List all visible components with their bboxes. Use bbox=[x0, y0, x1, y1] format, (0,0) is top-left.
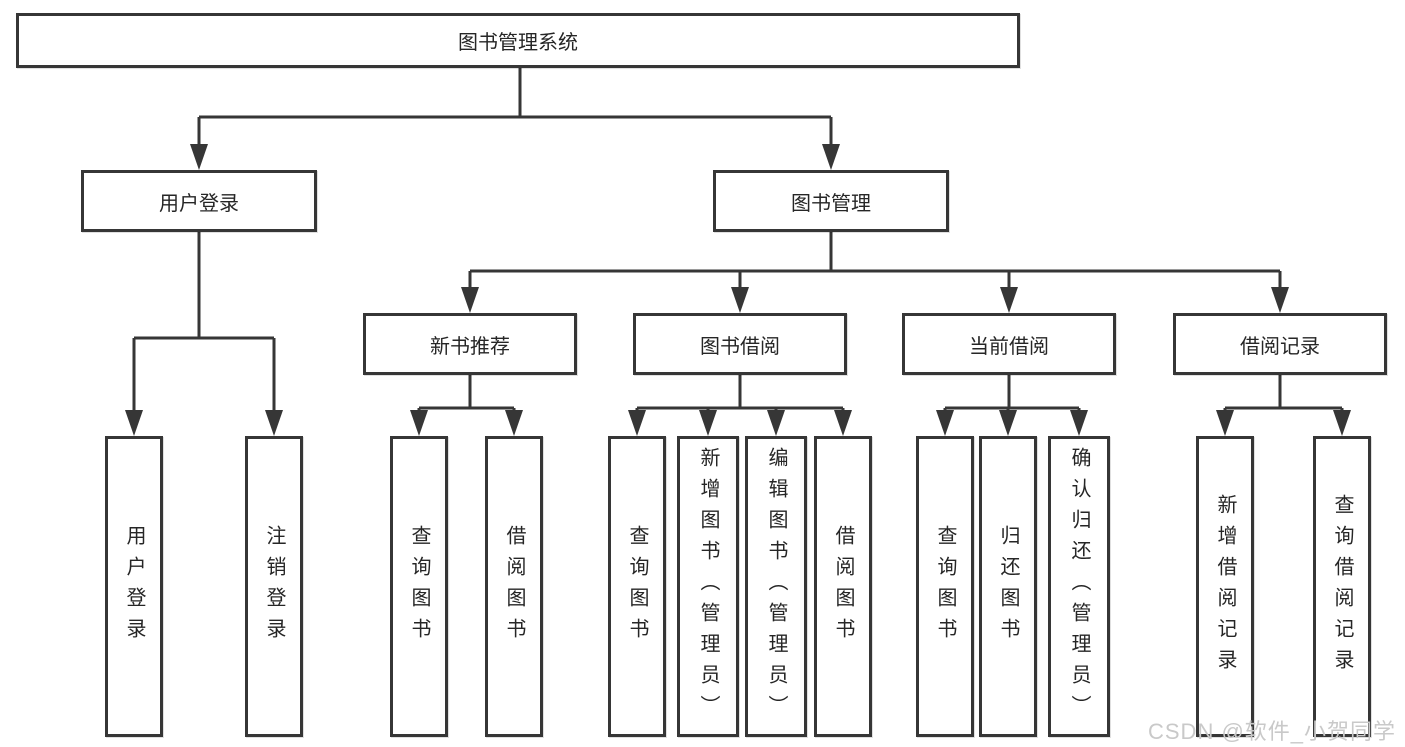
leaf-query-borrow-record: 查询借阅记录 bbox=[1313, 436, 1371, 737]
arrowhead-icon bbox=[628, 410, 646, 436]
arrowhead-icon bbox=[731, 287, 749, 313]
node-label: 借阅图书 bbox=[503, 524, 525, 649]
node-book-borrowing: 图书借阅 bbox=[633, 313, 847, 375]
arrowhead-icon bbox=[1070, 410, 1088, 436]
arrowhead-icon bbox=[461, 287, 479, 313]
node-label: 查询图书 bbox=[408, 524, 430, 649]
arrowhead-icon bbox=[822, 144, 840, 170]
leaf-borrow-books-2: 借阅图书 bbox=[814, 436, 872, 737]
node-label: 新增借阅记录 bbox=[1214, 493, 1236, 680]
node-label: 图书管理 bbox=[791, 192, 871, 215]
connector-borrowing-records-to-leaves bbox=[1216, 375, 1351, 436]
node-label: 借阅图书 bbox=[832, 524, 854, 649]
arrowhead-icon bbox=[410, 410, 428, 436]
arrowhead-icon bbox=[190, 144, 208, 170]
node-label: 图书借阅 bbox=[700, 335, 780, 358]
leaf-query-books-2: 查询图书 bbox=[608, 436, 666, 737]
node-label: 用户登录 bbox=[123, 524, 145, 649]
arrowhead-icon bbox=[125, 410, 143, 436]
connector-book-borrowing-to-leaves bbox=[628, 375, 852, 436]
node-label: 查询图书 bbox=[934, 524, 956, 649]
arrowhead-icon bbox=[936, 410, 954, 436]
node-new-book-recommend: 新书推荐 bbox=[363, 313, 577, 375]
node-label: 确认归还（管理员） bbox=[1068, 447, 1090, 726]
csdn-watermark: CSDN @软件_小贺同学 bbox=[1148, 719, 1397, 744]
leaf-edit-books-admin: 编辑图书（管理员） bbox=[745, 436, 807, 737]
leaf-query-books-1: 查询图书 bbox=[390, 436, 448, 737]
node-label: 新书推荐 bbox=[430, 335, 510, 358]
connector-root-to-level2 bbox=[190, 68, 840, 170]
leaf-add-books-admin: 新增图书（管理员） bbox=[677, 436, 739, 737]
arrowhead-icon bbox=[1333, 410, 1351, 436]
connector-user-login-to-leaves bbox=[125, 232, 283, 436]
node-label: 查询借阅记录 bbox=[1331, 493, 1353, 680]
node-label: 借阅记录 bbox=[1240, 335, 1320, 358]
node-borrowing-records: 借阅记录 bbox=[1173, 313, 1387, 375]
connector-current-borrowing-to-leaves bbox=[936, 375, 1088, 436]
node-label: 归还图书 bbox=[997, 524, 1019, 649]
arrowhead-icon bbox=[265, 410, 283, 436]
arrowhead-icon bbox=[1271, 287, 1289, 313]
leaf-confirm-return-admin: 确认归还（管理员） bbox=[1048, 436, 1110, 737]
arrowhead-icon bbox=[834, 410, 852, 436]
leaf-add-borrow-record: 新增借阅记录 bbox=[1196, 436, 1254, 737]
node-book-management: 图书管理 bbox=[713, 170, 949, 232]
node-label: 查询图书 bbox=[626, 524, 648, 649]
connector-new-book-recommend-to-leaves bbox=[410, 375, 523, 436]
node-label: 当前借阅 bbox=[969, 335, 1049, 358]
node-label: 新增图书（管理员） bbox=[697, 447, 719, 726]
arrowhead-icon bbox=[999, 410, 1017, 436]
leaf-query-books-3: 查询图书 bbox=[916, 436, 974, 737]
leaf-logout: 注销登录 bbox=[245, 436, 303, 737]
leaf-borrow-books-1: 借阅图书 bbox=[485, 436, 543, 737]
arrowhead-icon bbox=[505, 410, 523, 436]
arrowhead-icon bbox=[699, 410, 717, 436]
arrowhead-icon bbox=[1000, 287, 1018, 313]
node-user-login: 用户登录 bbox=[81, 170, 317, 232]
node-label: 图书管理系统 bbox=[458, 32, 578, 54]
arrowhead-icon bbox=[767, 410, 785, 436]
node-label: 用户登录 bbox=[159, 192, 239, 215]
node-current-borrowing: 当前借阅 bbox=[902, 313, 1116, 375]
node-root-system: 图书管理系统 bbox=[16, 13, 1020, 68]
leaf-return-books: 归还图书 bbox=[979, 436, 1037, 737]
leaf-user-login: 用户登录 bbox=[105, 436, 163, 737]
node-label: 注销登录 bbox=[263, 524, 285, 649]
node-label: 编辑图书（管理员） bbox=[765, 447, 787, 726]
arrowhead-icon bbox=[1216, 410, 1234, 436]
connector-book-management-to-level3 bbox=[461, 232, 1289, 313]
